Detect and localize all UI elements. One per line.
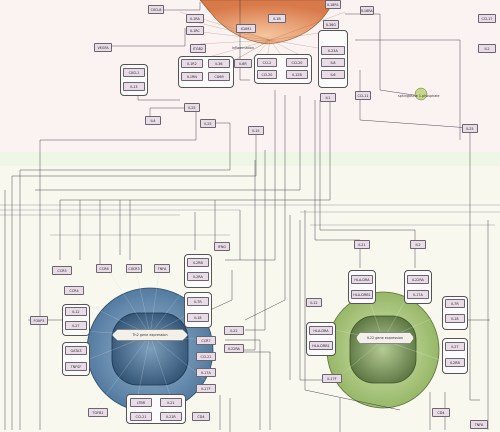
node-cxcl8[interactable]: CXCL8 xyxy=(148,5,164,14)
node-il4[interactable]: IL4 xyxy=(145,116,161,125)
node-il1rc[interactable]: IL1RC xyxy=(186,26,204,35)
node-il17ab[interactable]: IL17A xyxy=(407,290,429,299)
node-il1ra[interactable]: IL1RA xyxy=(186,14,204,23)
node-il12b[interactable]: IL12B xyxy=(286,70,308,79)
node-il18r1[interactable]: IL18R1 xyxy=(325,0,341,9)
node-ccl2[interactable]: CCL2 xyxy=(257,58,277,67)
node-gata3[interactable]: GATA3 xyxy=(65,346,87,355)
node-il36[interactable]: IL36 xyxy=(208,59,230,68)
node-il7rb[interactable]: IL7R xyxy=(445,299,465,308)
node-ccl17[interactable]: CCL17 xyxy=(478,14,496,23)
node-il22ra[interactable]: IL22RA xyxy=(224,344,244,353)
node-cxcr3[interactable]: CXCR3 xyxy=(126,264,142,273)
node-hla-dra[interactable]: HLA-DRA xyxy=(309,326,333,335)
node-il2[interactable]: IL2 xyxy=(478,44,496,53)
node-il13[interactable]: IL13 xyxy=(123,82,145,91)
node-ccr4[interactable]: CCR4 xyxy=(64,286,84,295)
node-il22rb[interactable]: IL22RA xyxy=(407,275,429,284)
node-il6[interactable]: IL6 xyxy=(321,70,345,79)
node-il21[interactable]: IL21 xyxy=(160,398,182,407)
node-il23a[interactable]: IL23A xyxy=(321,46,345,55)
inflammation-label: Inflammation xyxy=(232,46,254,50)
node-ccl21b[interactable]: CCL21 xyxy=(196,352,216,361)
node-cxcl1[interactable]: CXCL1 xyxy=(123,68,145,77)
interaction-edges xyxy=(4,0,490,432)
node-tnfab[interactable]: TNFA xyxy=(470,420,488,429)
node-il7r[interactable]: IL7R xyxy=(187,297,209,306)
node-tnfsf[interactable]: TNFSF xyxy=(65,362,87,371)
node-il27[interactable]: IL27 xyxy=(65,321,87,330)
node-il1[interactable]: IL1 xyxy=(320,93,336,102)
sphingosine-label: sphingosine 1-phosphate xyxy=(398,94,440,98)
node-ltbr[interactable]: LTBR xyxy=(130,398,152,407)
node-ccl21[interactable]: CCL21 xyxy=(130,412,152,421)
node-il12c[interactable]: IL12 xyxy=(306,298,322,307)
node-il18b[interactable]: IL18 xyxy=(445,314,465,323)
node-il2b[interactable]: IL2 xyxy=(410,240,426,249)
il22-process-label: IL22 gene expression xyxy=(356,332,414,344)
node-il21r[interactable]: IL21R xyxy=(160,412,182,421)
node-il25b[interactable]: IL25 xyxy=(200,119,216,128)
node-il36g[interactable]: IL36G xyxy=(323,20,339,29)
node-cd69[interactable]: CD69 xyxy=(208,72,230,81)
node-itgb2[interactable]: ITGB2 xyxy=(190,44,206,53)
th2-process-label: Th2 gene expression xyxy=(112,329,188,341)
node-il18[interactable]: IL18 xyxy=(187,313,209,322)
node-hla2[interactable]: HLA-DRB1 xyxy=(351,290,373,299)
node-ccl20b[interactable]: CCL20 xyxy=(286,58,308,67)
node-ccr5[interactable]: CCR5 xyxy=(52,266,72,275)
metabolite-circle[interactable] xyxy=(414,87,428,101)
node-cd4b[interactable]: CD4 xyxy=(432,408,450,417)
node-il25c[interactable]: IL25 xyxy=(462,124,478,133)
node-ccr7[interactable]: CCR7 xyxy=(196,336,216,345)
node-il22[interactable]: IL22 xyxy=(224,326,244,335)
node-hla[interactable]: HLA-DRA xyxy=(351,275,373,284)
node-il17fb[interactable]: IL17F xyxy=(322,374,342,383)
node-il25[interactable]: IL25 xyxy=(184,103,200,112)
node-il2rb2[interactable]: IL2RB xyxy=(445,358,465,367)
node-ccl20[interactable]: CCL20 xyxy=(257,70,277,79)
node-cd4[interactable]: CD4 xyxy=(192,412,210,421)
compartment-divider xyxy=(0,152,500,166)
node-tnfa[interactable]: TNFA xyxy=(154,264,170,273)
node-il15[interactable]: IL15 xyxy=(248,126,264,135)
node-hla-drb1[interactable]: HLA-DRB1 xyxy=(309,341,333,350)
node-vegfa[interactable]: VEGFA xyxy=(94,43,112,52)
node-il2rb[interactable]: IL2RB xyxy=(187,258,209,267)
node-ccl11[interactable]: CCL11 xyxy=(355,91,371,100)
node-il2ra[interactable]: IL2RA xyxy=(187,272,209,281)
node-ccr6[interactable]: CCR6 xyxy=(96,264,112,273)
node-il1rn[interactable]: IL1RN xyxy=(181,72,203,81)
node-il18rap[interactable]: IL18RAP xyxy=(360,6,374,15)
node-il1b[interactable]: IL1B xyxy=(268,14,286,23)
inflammation-process xyxy=(179,0,346,67)
node-foxp3[interactable]: FOXP3 xyxy=(30,316,48,325)
node-il21b[interactable]: IL21 xyxy=(354,240,370,249)
node-il8[interactable]: IL8 xyxy=(321,58,345,67)
node-il17a[interactable]: IL17A xyxy=(196,368,216,377)
node-tgfb1[interactable]: TGFB1 xyxy=(88,408,108,417)
node-icam1[interactable]: ICAM1 xyxy=(236,24,256,33)
node-il12[interactable]: IL12 xyxy=(65,307,87,316)
node-ifng[interactable]: IFNG xyxy=(214,242,230,251)
node-il27b[interactable]: IL27 xyxy=(445,342,465,351)
node-il1r2[interactable]: IL1R2 xyxy=(181,59,203,68)
node-il17f[interactable]: IL17F xyxy=(196,384,216,393)
node-il6r[interactable]: IL6R xyxy=(234,59,252,68)
